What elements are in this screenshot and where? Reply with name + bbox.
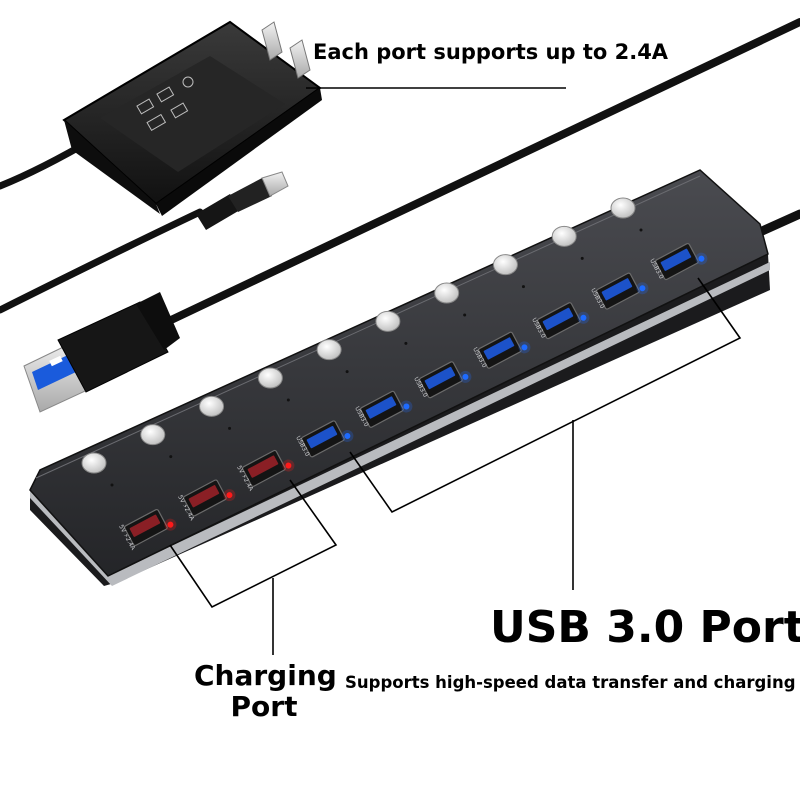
power-adapter-icon	[62, 20, 322, 216]
power-switch-button-icon	[140, 424, 166, 446]
dc-cable	[0, 208, 204, 314]
charging-port: 5V ⚡2.4A	[176, 479, 236, 523]
charging-line-1: Charging	[194, 659, 337, 692]
power-switch-button-icon	[316, 339, 342, 361]
usb-a-plug-icon	[23, 292, 180, 413]
power-switch-button-icon	[375, 310, 401, 332]
usb3-led	[344, 433, 351, 440]
charging-port: 5V ⚡2.4A	[235, 449, 295, 493]
status-dot	[463, 313, 467, 317]
status-dot	[639, 228, 643, 232]
power-switch-button-icon	[551, 225, 577, 247]
usb-host-cable	[146, 18, 800, 334]
status-dot	[286, 398, 290, 402]
charging-led	[285, 462, 292, 469]
usb3-led	[403, 403, 410, 410]
power-switch-button-icon	[199, 395, 225, 417]
usb3-port: USB3.0	[648, 243, 708, 280]
usb3-port: USB3.0	[412, 361, 472, 399]
usb3-led	[698, 255, 705, 262]
usb3-led	[462, 373, 469, 380]
status-dot	[110, 483, 114, 487]
status-dot	[580, 256, 584, 260]
status-dot	[228, 426, 232, 430]
usb3-port: USB3.0	[530, 302, 590, 339]
hub-power-cable	[755, 209, 800, 237]
dc-barrel-plug-icon	[196, 171, 289, 230]
charging-port: 5V ⚡2.4A	[117, 509, 177, 552]
charging-port-label: Charging Port	[194, 659, 337, 723]
status-dot	[521, 285, 525, 289]
charging-led	[226, 492, 233, 499]
usb3-subtitle: Supports high-speed data transfer and ch…	[345, 673, 796, 692]
charging-led	[167, 521, 174, 528]
charging-line-2: Port	[230, 690, 298, 723]
usb3-led	[521, 344, 528, 351]
power-switch-button-icon	[81, 452, 107, 474]
status-dot	[404, 341, 408, 345]
top-caption: Each port supports up to 2.4A	[313, 40, 669, 64]
callout-lines	[169, 87, 742, 655]
power-switch-button-icon	[492, 254, 518, 276]
usb3-title: USB 3.0 Port	[490, 602, 800, 653]
usb3-led	[639, 285, 646, 292]
usb3-port: USB3.0	[589, 272, 649, 310]
power-switch-button-icon	[257, 367, 283, 389]
status-dot	[345, 370, 349, 374]
usb3-led	[580, 314, 587, 321]
power-switch-button-icon	[434, 282, 460, 304]
status-dot	[169, 455, 173, 459]
power-switch-button-icon	[610, 197, 636, 219]
usb3-port: USB3.0	[353, 390, 413, 428]
